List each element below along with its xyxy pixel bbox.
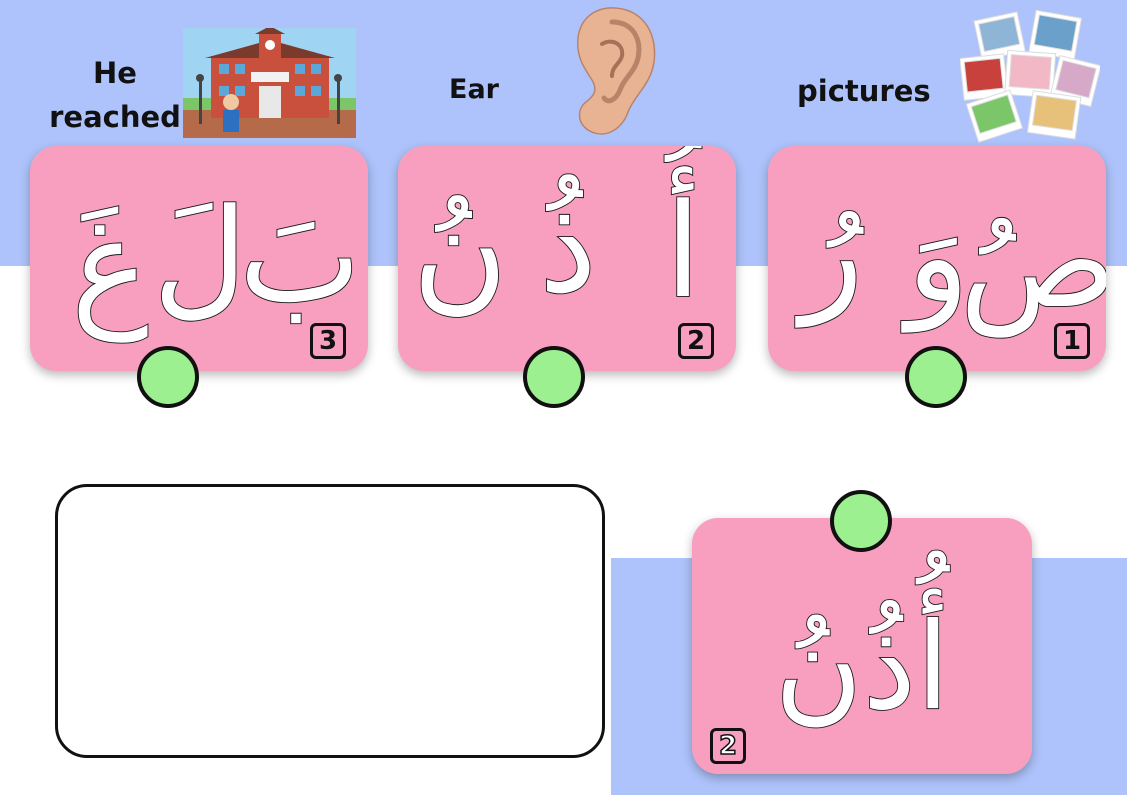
- word-label-ear: Ear: [449, 74, 499, 105]
- card-1-letter-1: صُ: [959, 185, 1106, 338]
- card-2-letter-2: ذُ: [539, 170, 597, 322]
- word-card-word: أُذُنُ: [775, 550, 951, 737]
- word-card-text: أُذُنُ: [774, 549, 952, 738]
- answer-drop-box[interactable]: [55, 484, 605, 758]
- card-2-letter-3: أُ: [664, 146, 703, 327]
- letter-card-3[interactable]: غَ لَ بَ 3: [30, 146, 368, 371]
- photos-illustration-icon: [960, 9, 1100, 143]
- card-number-badge: 1: [1054, 323, 1090, 359]
- letter-card-2[interactable]: نُ ذُ أُ 2: [398, 146, 736, 371]
- connector-dot-card-2[interactable]: [523, 346, 585, 408]
- card-3-letter-3: بَ: [239, 180, 361, 332]
- word-label-line-1: He: [93, 56, 137, 90]
- card-3-letters: غَ لَ بَ: [70, 179, 362, 344]
- word-label-pictures: pictures: [797, 74, 931, 108]
- connector-dot-card-1[interactable]: [905, 346, 967, 408]
- word-label-line-2: reached: [49, 99, 181, 134]
- word-label-he-reached: He reached: [40, 52, 190, 139]
- card-1-letters: صُ وَ رُ: [794, 174, 1106, 339]
- word-card[interactable]: أُذُنُ 2: [692, 518, 1032, 774]
- card-2-letter-1: نُ: [412, 175, 507, 327]
- letter-card-1[interactable]: صُ وَ رُ 1: [768, 146, 1106, 371]
- card-1-letter-3: رُ: [795, 175, 865, 328]
- connector-dot-card-3[interactable]: [137, 346, 199, 408]
- card-number-badge: 2: [678, 323, 714, 359]
- school-illustration-icon: [183, 28, 356, 138]
- card-1-letter-2: وَ: [901, 180, 970, 333]
- connector-dot-word-card[interactable]: [830, 490, 892, 552]
- card-3-letter-1: غَ: [71, 190, 149, 343]
- word-card-number-badge: 2: [710, 728, 746, 764]
- card-2-letters: نُ ذُ أُ: [411, 146, 703, 328]
- ear-illustration-icon: [576, 7, 656, 135]
- card-number-badge: 3: [310, 323, 346, 359]
- card-3-letter-2: لَ: [153, 180, 247, 332]
